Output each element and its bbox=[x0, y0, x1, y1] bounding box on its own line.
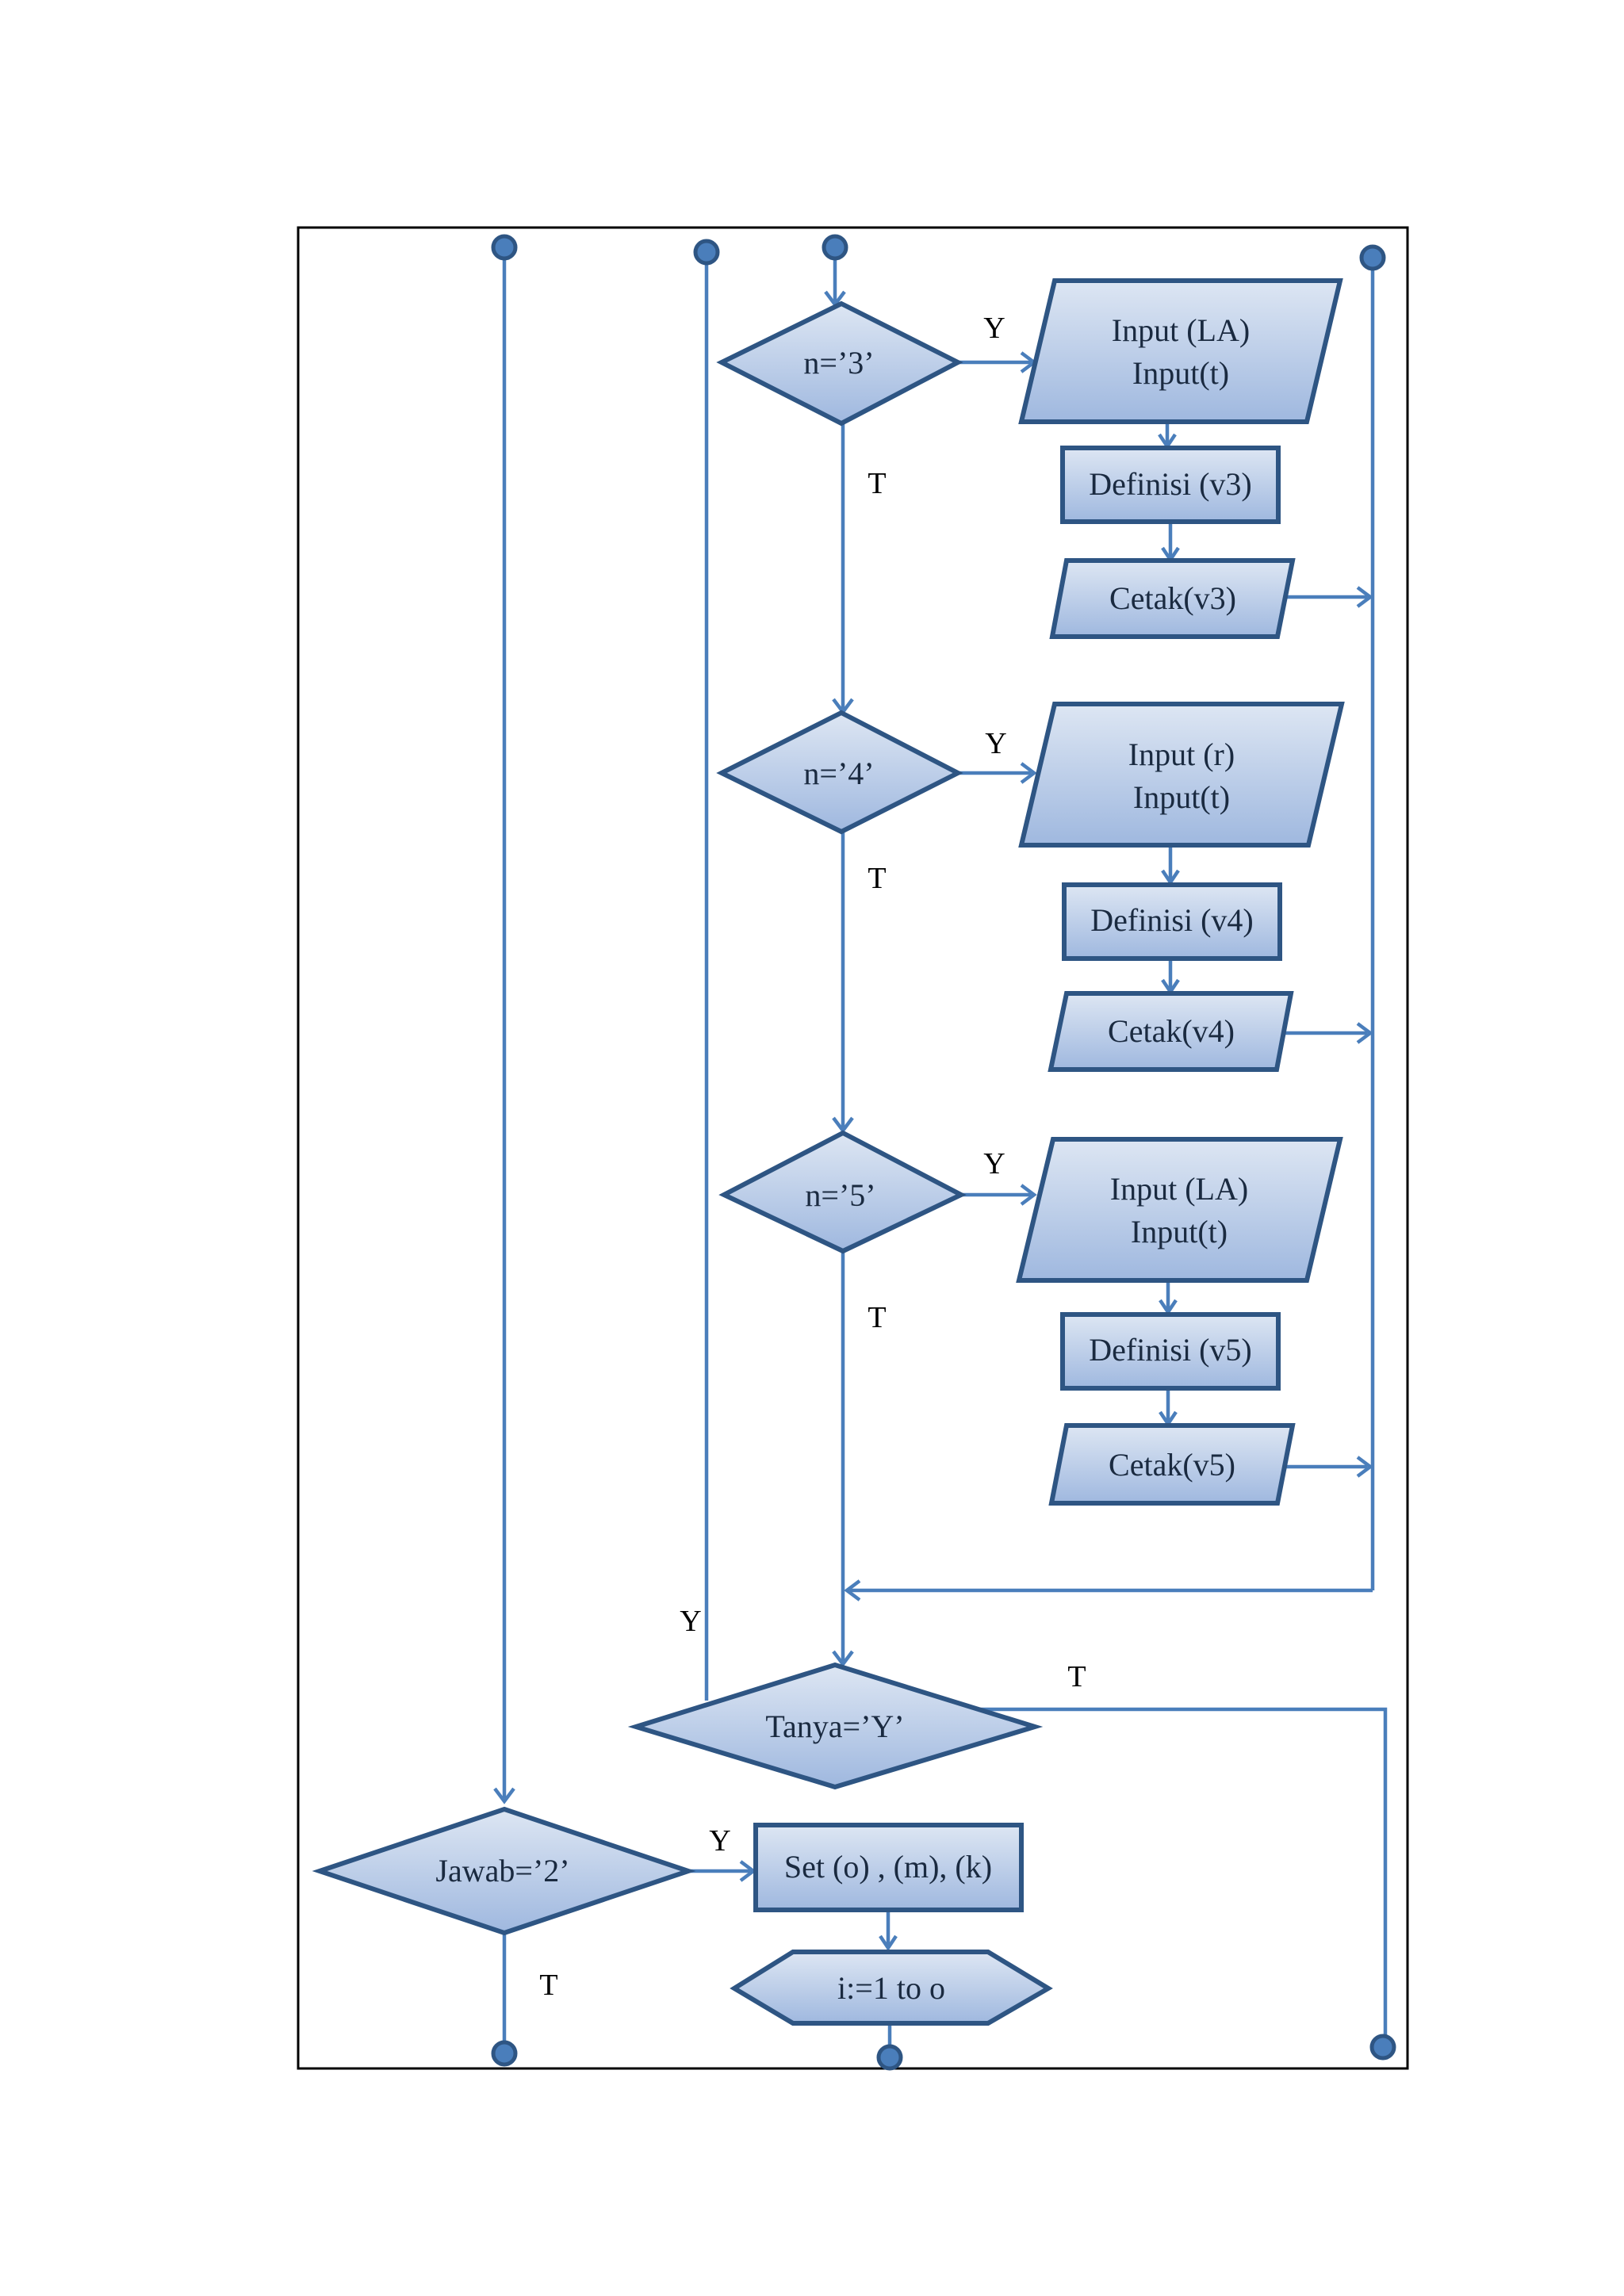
process-shape bbox=[1062, 882, 1282, 961]
input-block-v5[interactable]: Input (LA) Input(t) bbox=[1016, 1137, 1343, 1283]
decision-n4[interactable]: n=’4’ bbox=[716, 710, 963, 835]
process-label: Definisi (v3) bbox=[1089, 466, 1252, 502]
branch-label-t: T bbox=[868, 467, 886, 500]
connector-dot bbox=[1369, 2034, 1396, 2061]
diamond-shape bbox=[716, 710, 963, 835]
connector-line bbox=[980, 1707, 1388, 2038]
decision-label: n=’3’ bbox=[803, 345, 874, 381]
loop-block[interactable]: i:=1 to o bbox=[730, 1950, 1053, 2026]
decision-label: n=’4’ bbox=[803, 756, 874, 791]
branch-label-y: Y bbox=[983, 1147, 1005, 1181]
output-label: Cetak(v5) bbox=[1109, 1447, 1235, 1483]
output-cetak-v5[interactable]: Cetak(v5) bbox=[1048, 1423, 1296, 1506]
branch-label-y: Y bbox=[709, 1824, 730, 1858]
parallelogram-shape bbox=[1018, 702, 1345, 848]
arrowhead bbox=[1020, 762, 1037, 784]
branch-labels: Y T Y T Y T Y T Y T bbox=[539, 312, 1086, 2002]
parallelogram-shape bbox=[1018, 278, 1343, 424]
process-shape bbox=[1060, 1312, 1281, 1391]
diamond-shape bbox=[312, 1806, 696, 1936]
connector-dot bbox=[1359, 244, 1386, 271]
diamond-shape bbox=[716, 300, 963, 427]
input-block-v4[interactable]: Input (r) Input(t) bbox=[1018, 702, 1345, 848]
output-cetak-v3[interactable]: Cetak(v3) bbox=[1049, 558, 1296, 639]
decision-tanya[interactable]: Tanya=’Y’ bbox=[627, 1662, 1044, 1790]
output-cetak-v4[interactable]: Cetak(v4) bbox=[1048, 991, 1294, 1072]
process-definisi-v5[interactable]: Definisi (v5) bbox=[1060, 1312, 1281, 1391]
process-shape bbox=[1060, 446, 1281, 524]
parallelogram-shape bbox=[1016, 1137, 1343, 1283]
parallelogram-shape bbox=[1048, 991, 1294, 1072]
process-definisi-v4[interactable]: Definisi (v4) bbox=[1062, 882, 1282, 961]
output-label: Cetak(v3) bbox=[1109, 580, 1236, 616]
process-label: Definisi (v4) bbox=[1090, 902, 1254, 938]
diamond-shape bbox=[718, 1130, 967, 1254]
diamond-shape bbox=[627, 1662, 1044, 1790]
arrowhead bbox=[1356, 1456, 1373, 1478]
arrowhead bbox=[1020, 1184, 1037, 1206]
decision-jawab[interactable]: Jawab=’2’ bbox=[312, 1806, 696, 1936]
branch-label-t: T bbox=[1067, 1660, 1086, 1693]
decision-label: Jawab=’2’ bbox=[435, 1853, 569, 1888]
input-label-line2: Input(t) bbox=[1132, 355, 1229, 391]
decision-label: n=’5’ bbox=[805, 1177, 875, 1213]
loop-label: i:=1 to o bbox=[837, 1970, 945, 2006]
branch-label-t: T bbox=[539, 1969, 557, 2002]
branch-label-t: T bbox=[868, 1301, 886, 1334]
connector-dot bbox=[491, 234, 518, 261]
input-label-line1: Input (LA) bbox=[1110, 1171, 1248, 1207]
connectors bbox=[493, 247, 1388, 2052]
parallelogram-shape bbox=[1049, 558, 1296, 639]
arrowhead bbox=[493, 1787, 515, 1804]
process-set[interactable]: Set (o) , (m), (k) bbox=[753, 1823, 1024, 1912]
process-label: Set (o) , (m), (k) bbox=[784, 1849, 992, 1885]
process-label: Definisi (v5) bbox=[1089, 1332, 1252, 1368]
arrowhead bbox=[844, 1579, 861, 1601]
branch-label-y: Y bbox=[983, 312, 1005, 345]
connector-dot bbox=[876, 2044, 903, 2071]
branch-label-y: Y bbox=[680, 1605, 701, 1638]
branch-label-t: T bbox=[868, 862, 886, 895]
input-block-v3[interactable]: Input (LA) Input(t) bbox=[1018, 278, 1343, 424]
decision-label: Tanya=’Y’ bbox=[765, 1709, 904, 1744]
input-label-line2: Input(t) bbox=[1131, 1214, 1228, 1249]
branch-label-y: Y bbox=[985, 727, 1006, 760]
connector-dots bbox=[491, 234, 1396, 2071]
connector-dot bbox=[822, 234, 848, 261]
arrowhead bbox=[832, 1650, 854, 1667]
arrowhead bbox=[1356, 1022, 1373, 1044]
output-label: Cetak(v4) bbox=[1108, 1013, 1235, 1049]
input-label-line2: Input(t) bbox=[1133, 779, 1230, 815]
input-label-line1: Input (LA) bbox=[1112, 312, 1250, 348]
page-frame bbox=[297, 226, 1409, 2070]
arrowhead bbox=[1356, 586, 1373, 608]
arrowhead bbox=[879, 1934, 898, 1952]
process-definisi-v3[interactable]: Definisi (v3) bbox=[1060, 446, 1281, 524]
connector-dot bbox=[693, 239, 720, 266]
parallelogram-shape bbox=[1048, 1423, 1296, 1506]
process-shape bbox=[753, 1823, 1024, 1912]
decision-n5[interactable]: n=’5’ bbox=[718, 1130, 967, 1254]
connector-dot bbox=[491, 2040, 518, 2067]
hexagon-shape bbox=[730, 1950, 1053, 2026]
input-label-line1: Input (r) bbox=[1128, 737, 1235, 772]
decision-n3[interactable]: n=’3’ bbox=[716, 300, 963, 427]
